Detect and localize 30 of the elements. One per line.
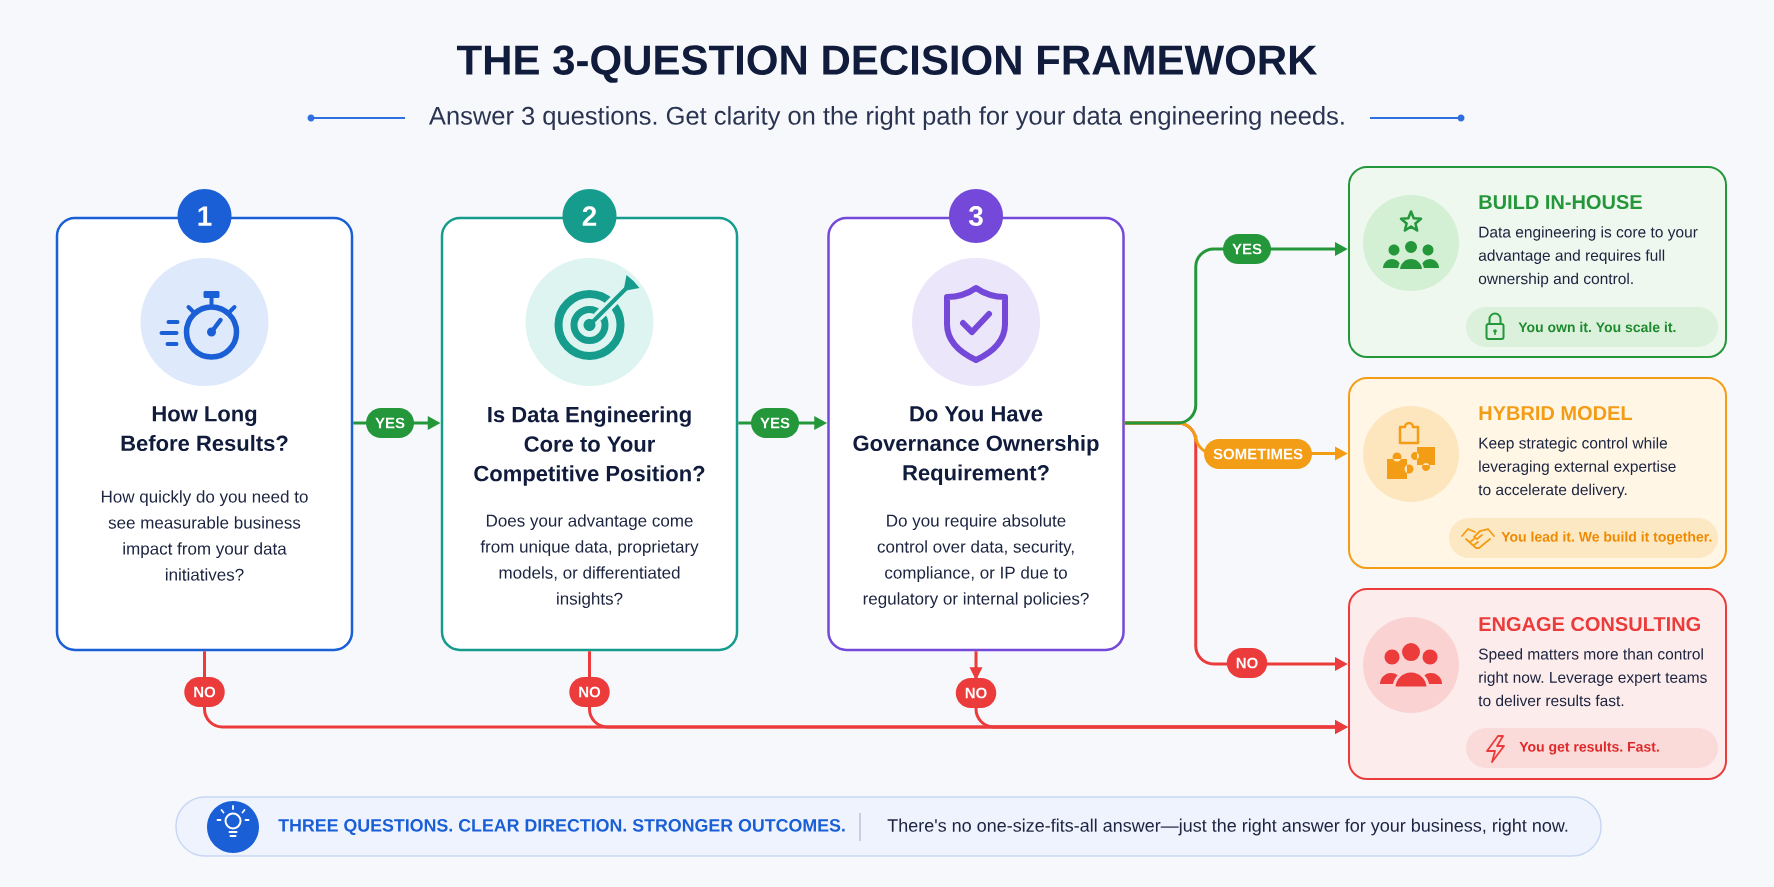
outcome-text: Data engineering is core to your advantage and requires full ownership and control.	[1478, 226, 1698, 288]
edge-label: SOMETIMES	[1204, 439, 1312, 469]
edge-label: NO	[184, 677, 225, 707]
edge-label: NO	[1226, 648, 1268, 678]
outcome-title: ENGAGE CONSULTING	[1479, 616, 1700, 632]
question-title: Do You Have Governance Ownership Requirement?	[853, 406, 1099, 485]
outcome-text: Keep strategic control while leveraging external expertise to accelerate delivery.	[1478, 437, 1676, 499]
outcome-title: HYBRID MODEL	[1479, 405, 1632, 421]
edge-label: YES	[751, 408, 799, 438]
edge-label: YES	[1223, 234, 1271, 264]
number-badge: 1	[177, 189, 232, 243]
edge-label: NO	[569, 677, 610, 707]
question-text: Do you require absolute control over data, security, compliance, or IP due to regulatory or internal policies?	[863, 514, 1089, 609]
edge-label: YES	[366, 408, 414, 438]
tagline-pill: You lead it. We build it together.	[1449, 518, 1718, 558]
outcome-text: Speed matters more than control right now. Leverage expert teams to deliver results fast.	[1478, 648, 1707, 707]
number-badge: 2	[562, 189, 617, 243]
banner-text: There's no one-size-fits-all answer—just the right answer for your business, right now.	[887, 818, 1568, 836]
edge-label: NO	[955, 678, 997, 708]
question-title: Is Data Engineering Core to Your Competitive Position?	[474, 406, 705, 486]
question-text: How quickly do you need to see measurable business impact from your data initiatives?	[101, 490, 308, 581]
subtitle: Answer 3 questions. Get clarity on the right path for your data engineering needs.	[429, 106, 1344, 130]
question-title: How Long Before Results?	[121, 406, 288, 452]
tagline-pill: You get results. Fast.	[1466, 728, 1718, 768]
banner-heading: THREE QUESTIONS. CLEAR DIRECTION. STRONGER OUTCOMES.	[278, 819, 845, 835]
number-badge: 3	[949, 189, 1003, 243]
outcome-title: BUILD IN-HOUSE	[1479, 194, 1642, 210]
tagline-pill: You own it. You scale it.	[1466, 307, 1718, 347]
title: THE 3-QUESTION DECISION FRAMEWORK	[456, 45, 1318, 83]
question-text: Does your advantage come from unique data, proprietary models, or differentiated insights?	[480, 514, 699, 609]
